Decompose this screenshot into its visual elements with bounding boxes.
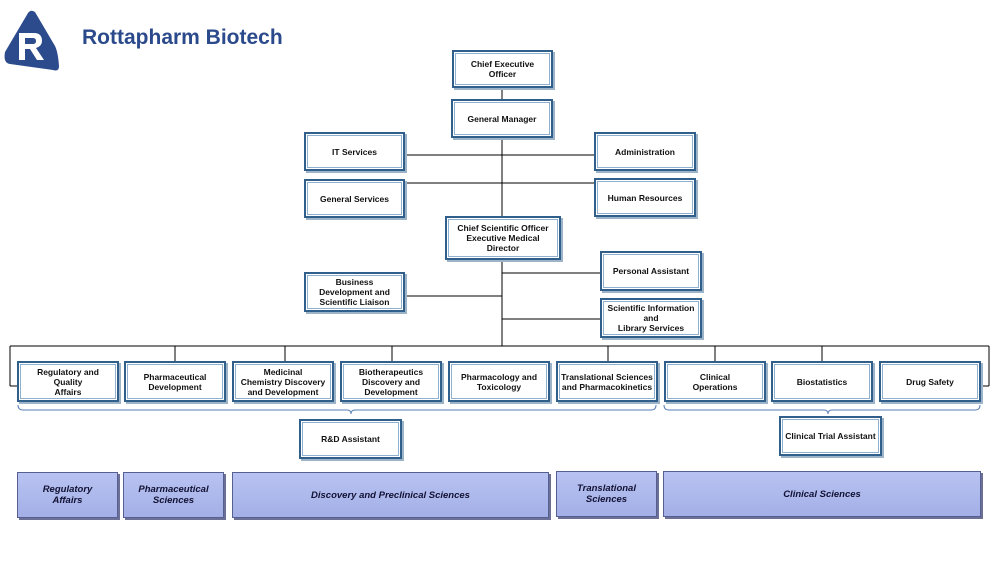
box-business-development: Business Development and Scientific Liai… [304, 272, 405, 312]
box-dept-biotherapeutics: Biotherapeutics Discovery and Developmen… [340, 361, 442, 402]
box-administration: Administration [594, 132, 696, 171]
box-clinical-trial-assistant: Clinical Trial Assistant [779, 416, 882, 456]
box-it-services: IT Services [304, 132, 405, 171]
bracket-clinical-departments [663, 404, 981, 415]
box-human-resources: Human Resources [594, 178, 696, 217]
area-clinical-sciences: Clinical Sciences [663, 471, 981, 517]
box-general-services: General Services [304, 179, 405, 218]
area-pharmaceutical-sciences: Pharmaceutical Sciences [123, 472, 224, 518]
box-personal-assistant: Personal Assistant [600, 251, 702, 291]
box-general-manager: General Manager [451, 99, 553, 138]
box-dept-translational-sciences: Translational Sciences and Pharmacokinet… [556, 361, 658, 402]
box-dept-biostatistics: Biostatistics [771, 361, 873, 402]
box-chief-executive-officer: Chief Executive Officer [452, 50, 553, 88]
box-chief-scientific-officer: Chief Scientific Officer Executive Medic… [445, 216, 561, 260]
bracket-rd-departments [17, 404, 657, 415]
box-dept-drug-safety: Drug Safety [879, 361, 981, 402]
box-rd-assistant: R&D Assistant [299, 419, 402, 459]
box-scientific-information: Scientific Information and Library Servi… [600, 298, 702, 338]
box-dept-regulatory-quality: Regulatory and Quality Affairs [17, 361, 119, 402]
area-discovery-preclinical: Discovery and Preclinical Sciences [232, 472, 549, 518]
area-regulatory-affairs: Regulatory Affairs [17, 472, 118, 518]
box-dept-pharmacology-toxicology: Pharmacology and Toxicology [448, 361, 550, 402]
area-translational-sciences: Translational Sciences [556, 471, 657, 517]
box-dept-medicinal-chemistry: Medicinal Chemistry Discovery and Develo… [232, 361, 334, 402]
box-dept-pharmaceutical-development: Pharmaceutical Development [124, 361, 226, 402]
rottapharm-logo-icon [2, 8, 62, 72]
company-name: Rottapharm Biotech [82, 26, 283, 49]
box-dept-clinical-operations: Clinical Operations [664, 361, 766, 402]
